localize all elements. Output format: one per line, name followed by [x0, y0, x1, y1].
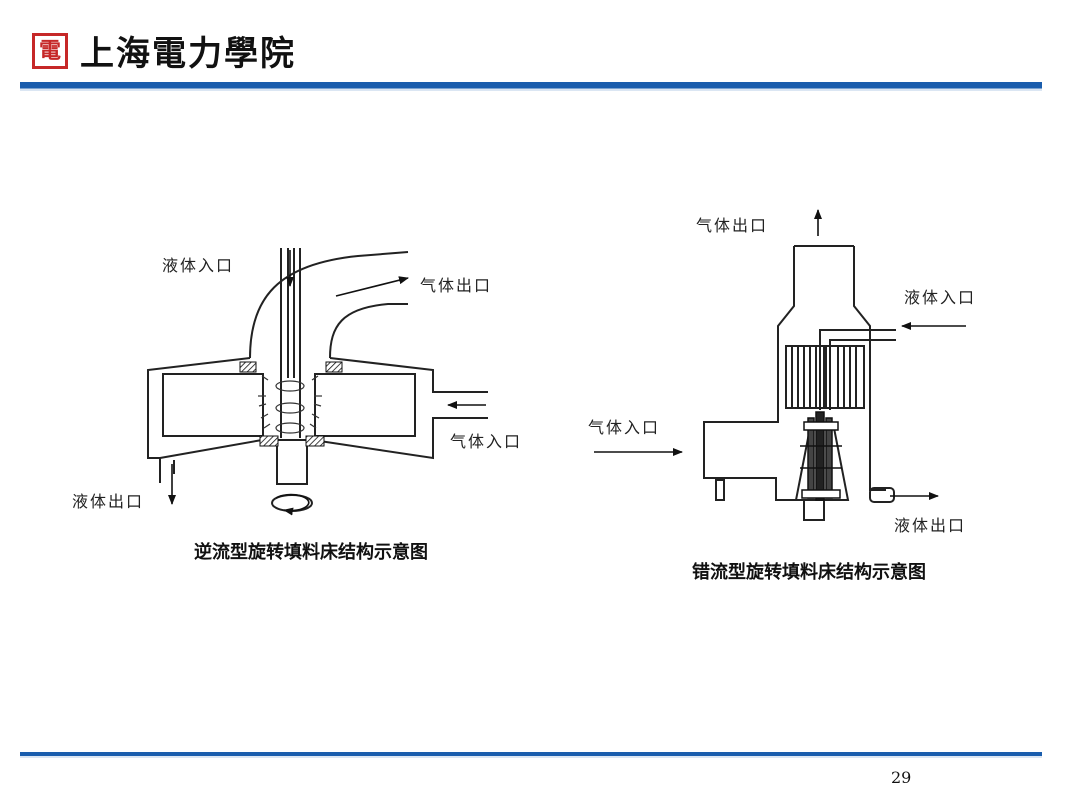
base-bolt [803, 499, 825, 521]
seal-top-right [325, 361, 343, 373]
footer-rule [20, 752, 1042, 758]
rotor-shaft [800, 411, 842, 501]
packing-left [162, 373, 264, 437]
label-gas-in: 气体入口 [588, 418, 661, 437]
school-name: 上海電力學院 [80, 34, 296, 74]
school-logo: 電 上海電力學院 [32, 26, 296, 75]
page-number: 29 [891, 768, 912, 787]
label-gas-in: 气体入口 [450, 432, 523, 451]
cross-flow-drawing [594, 209, 966, 521]
rotation-arrow [275, 493, 310, 516]
cross-flow-diagram: 气体出口 液体入口 气体入口 液体出口 错流型旋转填料床结构示意图 [586, 196, 1006, 596]
housing-outline [703, 246, 804, 501]
label-liquid-in: 液体入口 [162, 256, 235, 275]
gas-outlet-duct [249, 251, 409, 359]
liquid-outlet-nozzle [869, 487, 895, 503]
liquid-inlet-pipe [819, 329, 896, 410]
seal-bottom-right [305, 435, 325, 447]
school-seal-icon: 電 [32, 32, 68, 69]
housing-inlet-lower [312, 417, 488, 460]
header-rule [20, 82, 1042, 91]
housing-outline-right [853, 246, 886, 491]
packing-right [314, 373, 416, 437]
label-liquid-in: 液体入口 [904, 288, 977, 307]
label-gas-out: 气体出口 [420, 276, 493, 295]
seal-top-left [239, 361, 257, 373]
housing-outline-right [329, 357, 488, 393]
housing-bottom [159, 439, 263, 459]
counter-current-drawing [147, 248, 488, 516]
seal-bottom-left [259, 435, 279, 447]
counter-current-diagram: 液体入口 气体出口 气体入口 液体出口 逆流型旋转填料床结构示意图 [68, 228, 548, 583]
drain-nub [715, 479, 725, 501]
spray-droplets [258, 375, 322, 434]
rotor-shaft [276, 439, 308, 485]
seal-char: 電 [38, 37, 61, 64]
label-liquid-out: 液体出口 [72, 492, 145, 511]
caption-counter-current: 逆流型旋转填料床结构示意图 [194, 542, 428, 563]
gas-out-arrow [335, 276, 409, 297]
label-gas-out: 气体出口 [696, 216, 769, 235]
caption-cross-flow: 错流型旋转填料床结构示意图 [692, 562, 926, 583]
label-liquid-out: 液体出口 [894, 516, 967, 535]
gas-outlet-duct-inner [329, 303, 408, 359]
